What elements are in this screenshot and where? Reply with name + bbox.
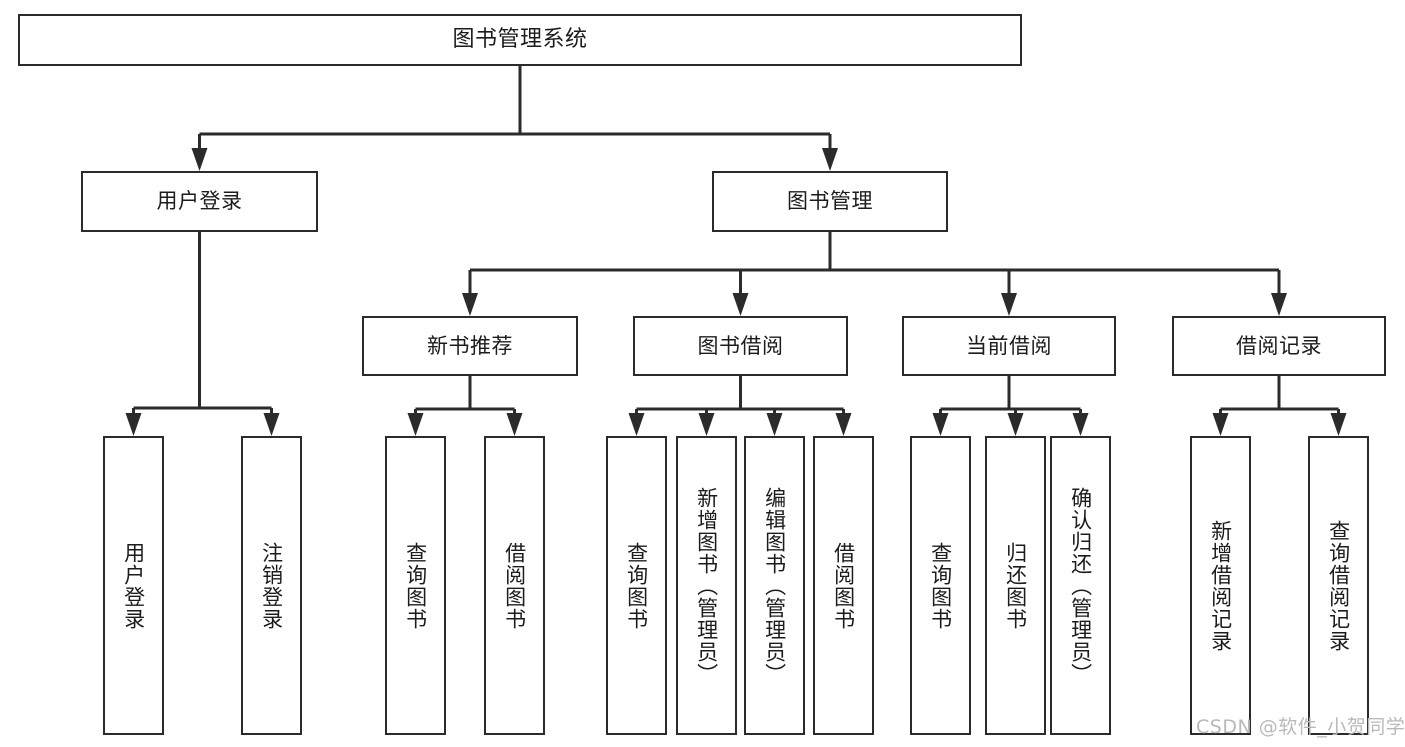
node-label: 新增图书（管理员） — [694, 486, 719, 685]
arrow-head-icon — [628, 413, 645, 436]
node-label: 注销登录 — [259, 541, 284, 630]
arrow-head-icon — [462, 293, 478, 316]
node-box-leaf-return-book[interactable]: 归还图书 — [985, 436, 1046, 735]
node-label: 用户登录 — [156, 189, 243, 214]
node-box-current-borrow[interactable]: 当前借阅 — [902, 316, 1116, 376]
arrow-head-icon — [191, 148, 208, 171]
node-box-root[interactable]: 图书管理系统 — [18, 14, 1022, 66]
node-label: 查询图书 — [403, 541, 428, 630]
node-box-book-manage[interactable]: 图书管理 — [712, 171, 948, 232]
node-box-leaf-query-book-3[interactable]: 查询图书 — [910, 436, 971, 735]
arrow-head-icon — [1212, 413, 1229, 436]
arrow-head-icon — [506, 413, 523, 436]
node-box-leaf-user-login[interactable]: 用户登录 — [103, 436, 164, 735]
node-box-leaf-borrow-book-2[interactable]: 借阅图书 — [813, 436, 874, 735]
node-label: 新书推荐 — [427, 333, 513, 358]
node-box-book-borrow[interactable]: 图书借阅 — [633, 316, 848, 376]
node-box-leaf-add-record[interactable]: 新增借阅记录 — [1190, 436, 1251, 735]
node-box-leaf-add-book[interactable]: 新增图书（管理员） — [676, 436, 737, 735]
arrow-head-icon — [932, 413, 949, 436]
node-label: 图书管理系统 — [452, 27, 588, 53]
node-box-leaf-borrow-book-1[interactable]: 借阅图书 — [484, 436, 545, 735]
node-box-leaf-query-book-1[interactable]: 查询图书 — [385, 436, 446, 735]
node-box-borrow-record[interactable]: 借阅记录 — [1172, 316, 1386, 376]
node-box-user-login[interactable]: 用户登录 — [81, 171, 318, 232]
arrow-head-icon — [766, 413, 783, 436]
node-label: 借阅图书 — [831, 541, 856, 630]
node-box-leaf-query-record[interactable]: 查询借阅记录 — [1308, 436, 1369, 735]
node-box-leaf-query-book-2[interactable]: 查询图书 — [606, 436, 667, 735]
node-label: 用户登录 — [121, 541, 146, 630]
node-label: 编辑图书（管理员） — [762, 486, 787, 685]
node-label: 新增借阅记录 — [1208, 519, 1233, 652]
arrow-head-icon — [125, 413, 142, 436]
node-label: 借阅图书 — [502, 541, 527, 630]
arrow-head-icon — [1072, 413, 1089, 436]
watermark-label: CSDN @软件_小贺同学 — [1196, 716, 1405, 738]
arrow-head-icon — [1271, 293, 1287, 316]
arrow-head-icon — [1001, 293, 1017, 316]
node-label: 确认归还（管理员） — [1068, 486, 1093, 685]
node-box-leaf-logout-login[interactable]: 注销登录 — [241, 436, 302, 735]
arrow-head-icon — [822, 148, 838, 171]
node-label: 当前借阅 — [966, 333, 1052, 358]
arrow-head-icon — [698, 413, 715, 436]
node-box-leaf-edit-book[interactable]: 编辑图书（管理员） — [744, 436, 805, 735]
node-label: 查询图书 — [928, 541, 953, 630]
arrow-head-icon — [835, 413, 852, 436]
node-label: 归还图书 — [1003, 541, 1028, 630]
node-label: 查询图书 — [624, 541, 649, 630]
node-box-leaf-confirm-return[interactable]: 确认归还（管理员） — [1050, 436, 1111, 735]
node-label: 借阅记录 — [1236, 333, 1322, 358]
node-label: 图书借阅 — [697, 333, 784, 358]
arrow-head-icon — [263, 413, 280, 436]
arrow-head-icon — [1007, 413, 1024, 436]
node-label: 图书管理 — [787, 189, 873, 214]
arrow-head-icon — [732, 293, 749, 316]
node-label: 查询借阅记录 — [1326, 519, 1351, 652]
node-box-new-book-rec[interactable]: 新书推荐 — [362, 316, 578, 376]
arrow-head-icon — [407, 413, 424, 436]
arrow-head-icon — [1330, 413, 1347, 436]
